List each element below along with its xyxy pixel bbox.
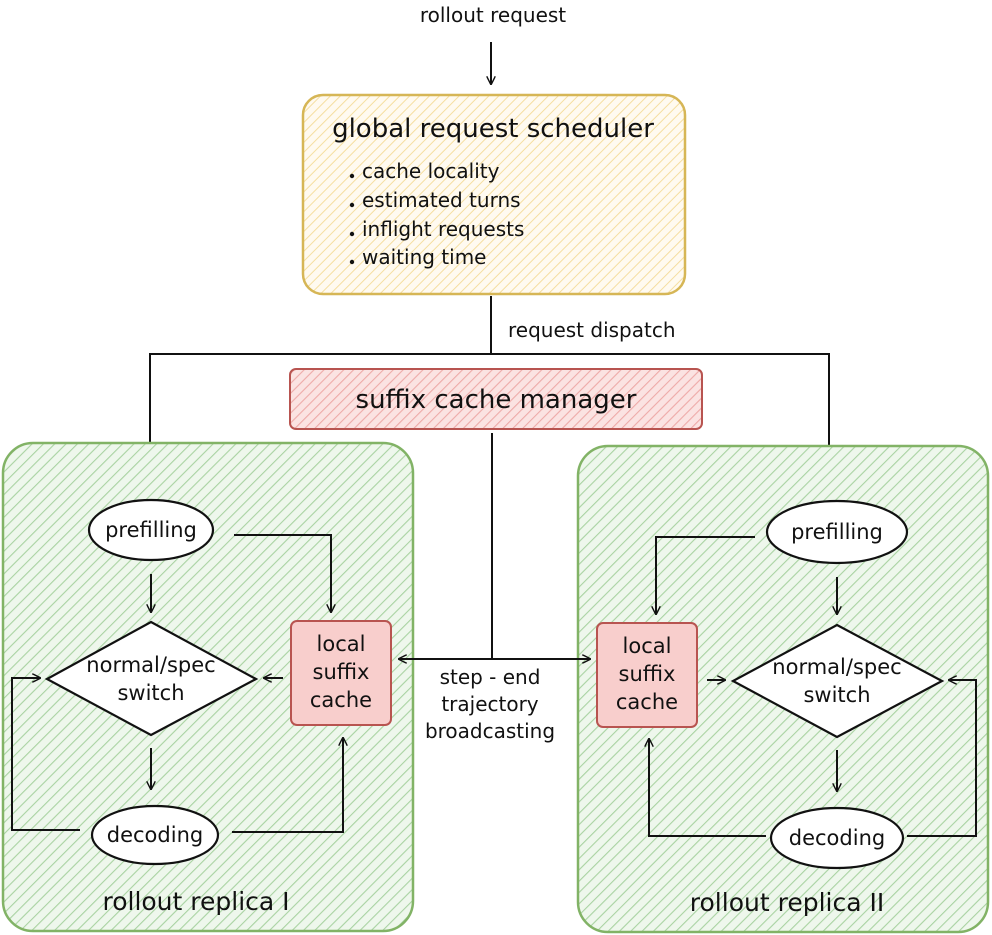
local-cache-label-line-3: cache: [616, 690, 678, 714]
switch-label-line-1: normal/spec: [86, 653, 215, 677]
broadcast-label-line-2: trajectory: [441, 692, 538, 716]
suffix-cache-manager-title: suffix cache manager: [356, 385, 637, 415]
request-dispatch-label: request dispatch: [508, 318, 676, 342]
replica-1: prefilling normal/spec switch decoding l…: [11, 498, 392, 916]
local-cache-label-line-3: cache: [310, 688, 372, 712]
replica-1-arrows: [11, 534, 343, 833]
replica-1-title: rollout replica I: [102, 887, 289, 916]
replica-2-title: rollout replica II: [690, 888, 884, 917]
switch-label-line-2: switch: [803, 683, 870, 707]
broadcast-lines: [399, 433, 590, 659]
local-suffix-cache: [290, 620, 392, 726]
prefilling-node: [765, 499, 909, 565]
decoding-node: [90, 804, 220, 866]
local-cache-label-line-2: suffix: [313, 660, 370, 684]
decoding-label: decoding: [789, 826, 885, 850]
decoding-label: decoding: [107, 823, 203, 847]
replica-2: prefilling normal/spec switch decoding l…: [596, 499, 977, 917]
replica-2-arrows: [649, 536, 977, 837]
global-request-scheduler: global request scheduler cache locality …: [301, 93, 687, 296]
local-cache-label-line-2: suffix: [619, 662, 676, 686]
prefilling-label: prefilling: [105, 518, 197, 542]
factor-item: cache locality: [362, 159, 500, 183]
switch-label-line-1: normal/spec: [772, 655, 901, 679]
switch-node: [44, 620, 259, 737]
prefilling-node: [87, 498, 215, 562]
prefilling-label: prefilling: [791, 520, 883, 544]
request-dispatch-lines: [150, 296, 829, 484]
switch-node: [730, 623, 945, 739]
scheduler-title: global request scheduler: [332, 114, 654, 144]
rollout-request-label: rollout request: [420, 3, 566, 27]
suffix-cache-manager: suffix cache manager: [289, 368, 703, 430]
broadcast-label-line-3: broadcasting: [425, 719, 555, 743]
switch-label-line-2: switch: [117, 681, 184, 705]
factor-item: waiting time: [362, 245, 486, 269]
factor-item: estimated turns: [362, 188, 521, 212]
local-cache-label-line-1: local: [317, 632, 366, 656]
local-suffix-cache: [596, 622, 698, 728]
decoding-node: [769, 806, 905, 870]
factor-item: inflight requests: [362, 217, 524, 241]
local-cache-label-line-1: local: [623, 634, 672, 658]
broadcast-label-line-1: step - end: [440, 665, 541, 689]
